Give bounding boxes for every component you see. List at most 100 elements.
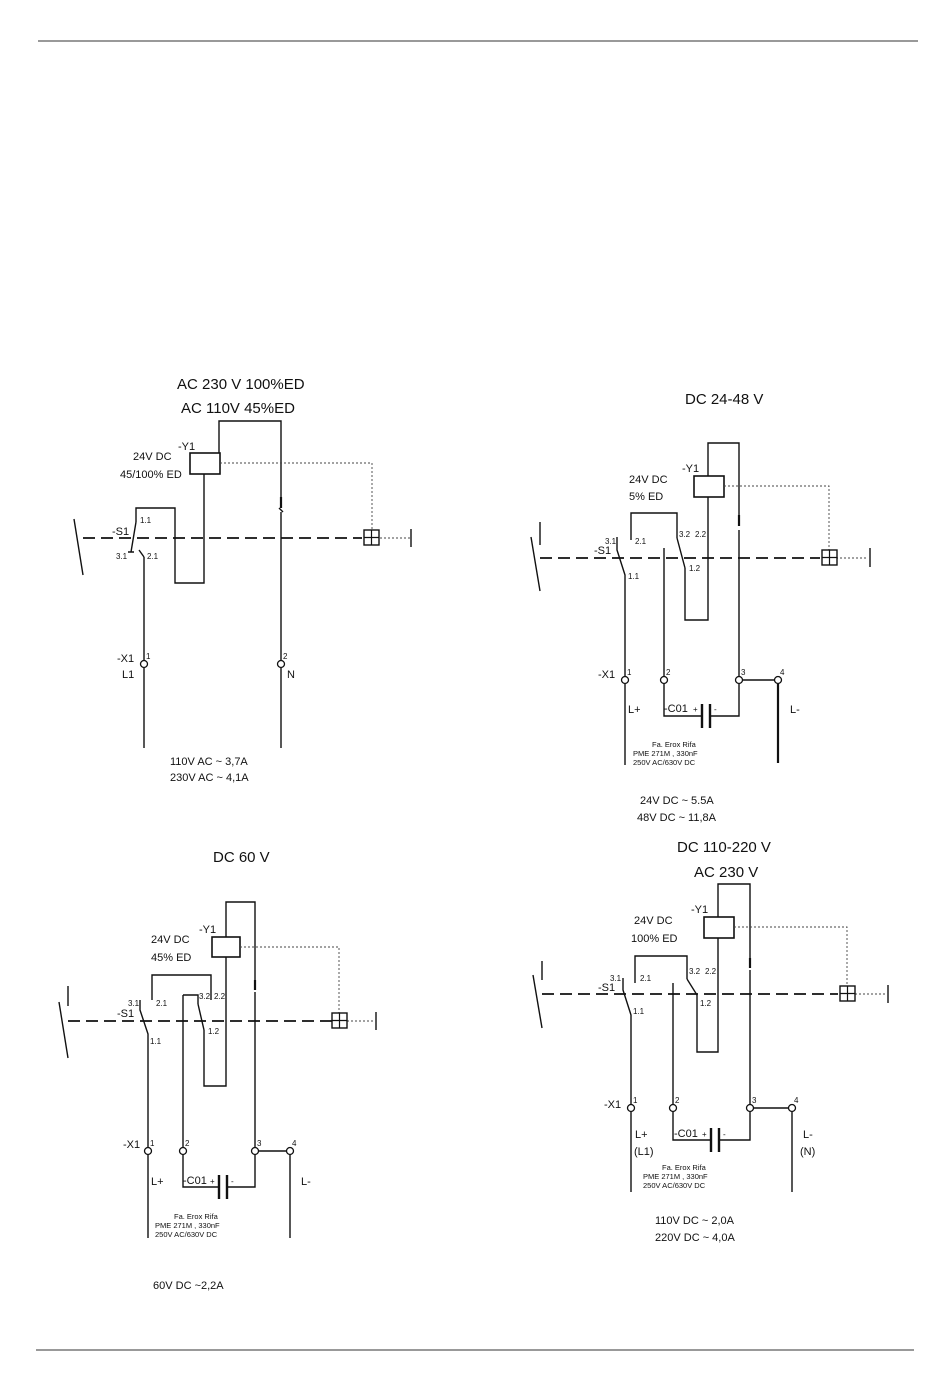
svg-text:3: 3 [257,1139,262,1148]
svg-text:45% ED: 45% ED [151,952,191,964]
diagram-1-coil-rating-2: 45/100% ED [120,469,182,481]
svg-text:100% ED: 100% ED [631,933,678,945]
diagram-3-coil-y1 [211,936,241,958]
svg-text:L+: L+ [635,1129,648,1141]
svg-text:1.2: 1.2 [689,564,701,573]
svg-text:-C01: -C01 [183,1175,207,1187]
svg-text:24V DC: 24V DC [151,934,190,946]
svg-text:+: + [693,705,698,714]
diagram-1-coil-link [220,462,373,529]
svg-text:1: 1 [150,1139,155,1148]
diagram-2-coil-label: -Y1 [682,463,699,475]
diagram-2-coil-rating-2: 5% ED [629,491,663,503]
svg-text:3.2: 3.2 [689,967,701,976]
svg-text:1.1: 1.1 [628,572,640,581]
svg-text:-Y1: -Y1 [199,924,216,936]
diagram-1-supply-l1: L1 [122,669,134,681]
svg-text:-: - [723,1130,726,1139]
svg-text:60V DC ~2,2A: 60V DC ~2,2A [153,1280,224,1292]
diagram-ac-230v: AC 230 V 100%ED AC 110V 45%ED -Y1 24V DC… [73,376,412,784]
diagram-4-title-line1: DC 110-220 V [677,839,771,856]
svg-text:-X1: -X1 [604,1099,621,1111]
diagram-2-title: DC 24-48 V [685,391,763,408]
svg-text:2.1: 2.1 [640,974,652,983]
svg-text:+: + [210,1177,215,1186]
svg-text:2: 2 [185,1139,190,1148]
diagram-2-coil-rating-1: 24V DC [629,474,668,486]
diagram-1-terminal-1-num: 1 [146,652,151,661]
diagram-3-title: DC 60 V [213,849,270,866]
svg-text:L-: L- [790,704,800,716]
svg-text:220V DC ~ 4,0A: 220V DC ~ 4,0A [655,1232,735,1244]
diagram-3-capacitor [217,1175,229,1199]
svg-text:4: 4 [794,1096,799,1105]
diagram-1-wire-loop [135,474,205,584]
diagram-1-switch-contact [128,521,137,553]
svg-text:250V AC/630V DC: 250V AC/630V DC [633,758,696,767]
svg-text:2: 2 [666,668,671,677]
svg-text:L-: L- [301,1176,311,1188]
svg-text:Fa. Erox Rifa: Fa. Erox Rifa [652,740,697,749]
svg-text:1: 1 [633,1096,638,1105]
diagram-dc-60v: DC 60 V -Y1 24V DC 45% ED -S1 3.1 2.1 1.… [58,849,377,1292]
svg-text:3.2: 3.2 [199,992,211,1001]
svg-text:-X1: -X1 [598,669,615,681]
diagram-1-supply-n: N [287,669,295,681]
svg-text:1.1: 1.1 [150,1037,162,1046]
diagram-4-title-line2: AC 230 V [694,864,758,881]
svg-text:3.1: 3.1 [605,537,617,546]
diagram-1-terminal-2-num: 2 [283,652,288,661]
diagram-2-capacitor [700,704,712,728]
svg-text:-: - [231,1177,234,1186]
diagram-1-manual-lever [73,518,84,576]
svg-text:-Y1: -Y1 [691,904,708,916]
diagram-1-title-line2: AC 110V 45%ED [181,400,295,417]
diagram-1-coil-label: -Y1 [178,441,195,453]
svg-text:L+: L+ [628,704,641,716]
svg-text:250V AC/630V DC: 250V AC/630V DC [643,1181,706,1190]
svg-text:2.2: 2.2 [214,992,226,1001]
svg-text:1.1: 1.1 [633,1007,645,1016]
svg-text:-C01: -C01 [674,1128,698,1140]
svg-text:-S1: -S1 [117,1008,134,1020]
svg-text:L+: L+ [151,1176,164,1188]
svg-text:4: 4 [780,668,785,677]
diagram-1-switch-label: -S1 [112,526,129,538]
svg-text:Fa. Erox Rifa: Fa. Erox Rifa [662,1163,707,1172]
diagram-4-capacitor [709,1128,721,1152]
svg-text:2.1: 2.1 [156,999,168,1008]
svg-text:-X1: -X1 [123,1139,140,1151]
svg-text:PME 271M , 330nF: PME 271M , 330nF [643,1172,708,1181]
diagram-1-pin-2-1: 2.1 [147,552,159,561]
diagram-2-coil-y1 [693,475,725,498]
svg-text:Fa. Erox Rifa: Fa. Erox Rifa [174,1212,219,1221]
svg-text:4: 4 [292,1139,297,1148]
svg-text:1.2: 1.2 [208,1027,220,1036]
svg-text:2.1: 2.1 [635,537,647,546]
svg-text:3: 3 [741,668,746,677]
diagram-1-coil-y1 [189,452,221,475]
diagram-1-pin-1-1: 1.1 [140,516,152,525]
svg-text:110V DC ~ 2,0A: 110V DC ~ 2,0A [655,1215,735,1227]
svg-text:(N): (N) [800,1146,815,1158]
diagram-1-wire-coil-to-n [218,420,282,500]
svg-text:3.1: 3.1 [128,999,140,1008]
svg-text:L-: L- [803,1129,813,1141]
svg-text:2: 2 [675,1096,680,1105]
diagram-1-terminal-2 [276,659,286,669]
diagram-1-terminal-1 [139,659,149,669]
svg-text:PME 271M , 330nF: PME 271M , 330nF [155,1221,220,1230]
svg-text:3.2: 3.2 [679,530,691,539]
svg-text:+: + [702,1130,707,1139]
diagram-dc-110-220v-ac-230v: DC 110-220 V AC 230 V -Y1 24V DC 100% ED… [532,839,889,1244]
svg-text:3.1: 3.1 [610,974,622,983]
svg-text:2.2: 2.2 [695,530,707,539]
svg-text:1: 1 [627,668,632,677]
svg-text:1.2: 1.2 [700,999,712,1008]
diagram-1-terminal-block: -X1 [117,653,134,665]
diagram-1-current-1: 110V AC ~ 3,7A [170,756,248,768]
diagram-1-current-2: 230V AC ~ 4,1A [170,772,249,784]
svg-text:48V DC ~ 11,8A: 48V DC ~ 11,8A [637,812,717,824]
diagram-1-coil-rating-1: 24V DC [133,451,172,463]
svg-text:-C01: -C01 [664,703,688,715]
